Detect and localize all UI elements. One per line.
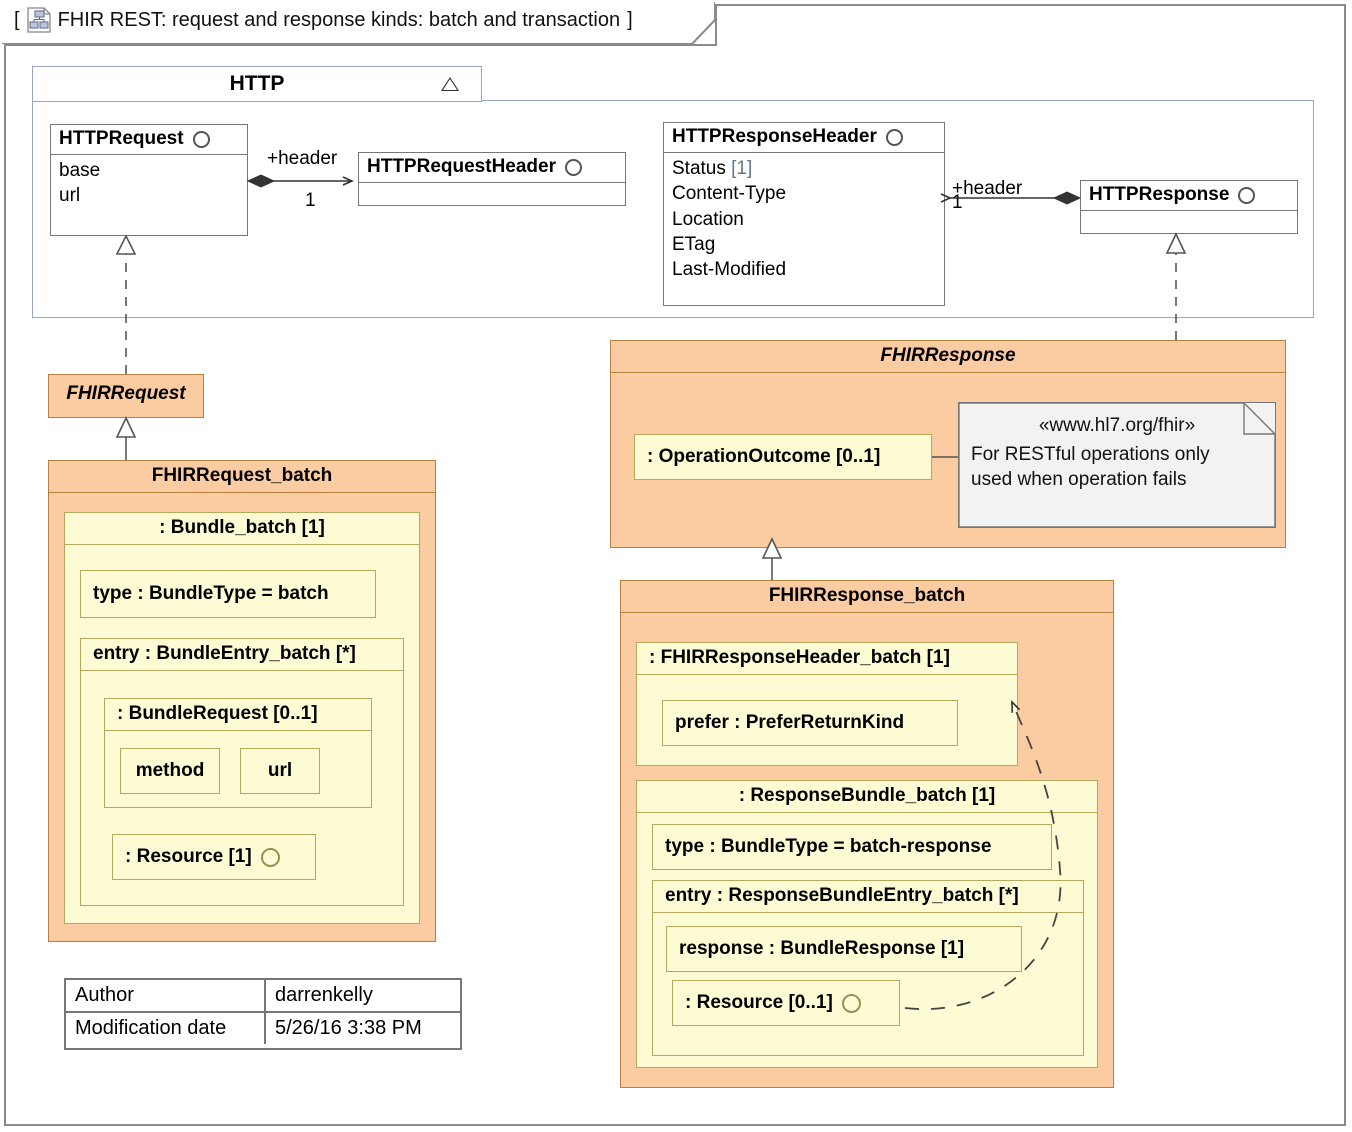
attribute-content-type: Content-Type xyxy=(672,183,787,205)
interface-circle-icon xyxy=(565,158,582,176)
table-row: Author darrenkelly xyxy=(66,980,460,1013)
class-http-request-header-title: HTTPRequestHeader xyxy=(359,153,625,183)
part-response-bundle-type[interactable]: type : BundleType = batch-response xyxy=(652,824,1052,870)
attribute-status: Status [1] xyxy=(672,158,753,179)
frame-bracket-close: ] xyxy=(627,8,633,31)
part-resource-response-title: : Resource [0..1] xyxy=(685,992,833,1013)
metadata-table: Author darrenkelly Modification date 5/2… xyxy=(64,978,462,1050)
package-http-tab[interactable]: HTTP xyxy=(32,66,482,102)
part-bundle-batch-title: : Bundle_batch [1] xyxy=(65,513,419,545)
table-row: Modification date 5/26/16 3:38 PM xyxy=(66,1013,460,1044)
part-resource-request-title: : Resource [1] xyxy=(125,846,252,867)
part-bundle-request-title: : BundleRequest [0..1] xyxy=(105,699,371,731)
package-http-name: HTTP xyxy=(229,72,285,95)
node-fhir-response-batch-name: FHIRResponse_batch xyxy=(621,581,1113,613)
association-label-request-header-role: +header xyxy=(267,148,338,169)
class-http-response-name: HTTPResponse xyxy=(1089,184,1230,205)
part-bundle-request-url[interactable]: url xyxy=(240,748,320,794)
attribute-status-multiplicity: [1] xyxy=(731,158,753,179)
diagram-frame-tab xyxy=(2,2,717,46)
part-resource-request[interactable]: : Resource [1] xyxy=(112,834,316,880)
interface-circle-icon xyxy=(885,128,903,146)
association-label-request-header-multiplicity: 1 xyxy=(305,190,316,211)
association-label-response-header-role: +header xyxy=(952,178,1023,199)
class-http-request-header: HTTPRequest xyxy=(51,125,247,155)
diagram-title-row: [ FHIR REST: request and response kinds:… xyxy=(14,7,633,33)
association-label-response-header-multiplicity: 1 xyxy=(952,192,963,213)
class-http-request-header-box[interactable]: HTTPRequestHeader xyxy=(358,152,626,206)
triangle-icon[interactable] xyxy=(441,77,459,91)
interface-circle-icon xyxy=(1238,186,1256,204)
node-fhir-response-name: FHIRResponse xyxy=(611,341,1285,373)
metadata-key-author: Author xyxy=(66,980,266,1011)
class-http-request-name: HTTPRequest xyxy=(59,128,184,149)
attribute-etag: ETag xyxy=(672,233,716,255)
part-fhir-response-header-batch-title: : FHIRResponseHeader_batch [1] xyxy=(637,643,1017,675)
class-http-response-attrs xyxy=(1081,211,1297,237)
interface-circle-icon xyxy=(841,993,861,1013)
class-http-request[interactable]: HTTPRequest base url xyxy=(50,124,248,236)
metadata-key-modification-date: Modification date xyxy=(66,1013,266,1044)
note-body: «www.hl7.org/fhir» For RESTful operation… xyxy=(959,403,1275,500)
part-bundle-entry-title: entry : BundleEntry_batch [*] xyxy=(81,639,403,671)
interface-circle-icon xyxy=(192,130,210,148)
node-fhir-request-batch-name: FHIRRequest_batch xyxy=(49,461,435,493)
class-http-response-header-box[interactable]: HTTPResponseHeader Status [1] Content-Ty… xyxy=(663,122,945,306)
diagram-title: FHIR REST: request and response kinds: b… xyxy=(57,8,621,31)
class-http-request-attrs: base url xyxy=(51,155,247,214)
metadata-value-author: darrenkelly xyxy=(275,984,373,1006)
note-line-1: For RESTful operations only xyxy=(971,444,1210,466)
attribute-last-modified: Last-Modified xyxy=(672,259,787,281)
class-http-response-header-name: HTTPResponseHeader xyxy=(672,126,877,147)
class-http-request-header-attrs xyxy=(359,183,625,209)
part-resource-response[interactable]: : Resource [0..1] xyxy=(672,980,900,1026)
attribute-url: url xyxy=(59,185,81,207)
part-bundle-request-method[interactable]: method xyxy=(120,748,220,794)
metadata-value-modification-date: 5/26/16 3:38 PM xyxy=(275,1017,422,1039)
part-response-bundle-entry-title: entry : ResponseBundleEntry_batch [*] xyxy=(653,881,1083,913)
class-diagram-icon xyxy=(26,7,51,33)
class-http-response-header-attrs: Status [1] Content-Type Location ETag La… xyxy=(664,153,944,287)
attribute-base: base xyxy=(59,160,101,181)
class-http-response-box[interactable]: HTTPResponse xyxy=(1080,180,1298,234)
note-hl7-reference[interactable]: «www.hl7.org/fhir» For RESTful operation… xyxy=(958,402,1276,528)
part-response-bundle-batch-title: : ResponseBundle_batch [1] xyxy=(637,781,1097,813)
part-prefer[interactable]: prefer : PreferReturnKind xyxy=(662,700,958,746)
class-http-response-header-title: HTTPResponseHeader xyxy=(664,123,944,153)
note-stereotype: «www.hl7.org/fhir» xyxy=(1038,415,1196,436)
class-http-response-title: HTTPResponse xyxy=(1081,181,1297,211)
note-line-2: used when operation fails xyxy=(971,469,1187,491)
node-fhir-request-name: FHIRRequest xyxy=(66,383,186,404)
class-http-request-header-name: HTTPRequestHeader xyxy=(367,156,556,177)
part-response-bundle-response[interactable]: response : BundleResponse [1] xyxy=(666,926,1022,972)
part-bundle-type[interactable]: type : BundleType = batch xyxy=(80,570,376,618)
part-operation-outcome[interactable]: : OperationOutcome [0..1] xyxy=(634,434,932,480)
frame-bracket-open: [ xyxy=(14,8,20,31)
node-fhir-request[interactable]: FHIRRequest xyxy=(48,374,204,418)
attribute-location: Location xyxy=(672,208,744,230)
interface-circle-icon xyxy=(260,847,280,867)
